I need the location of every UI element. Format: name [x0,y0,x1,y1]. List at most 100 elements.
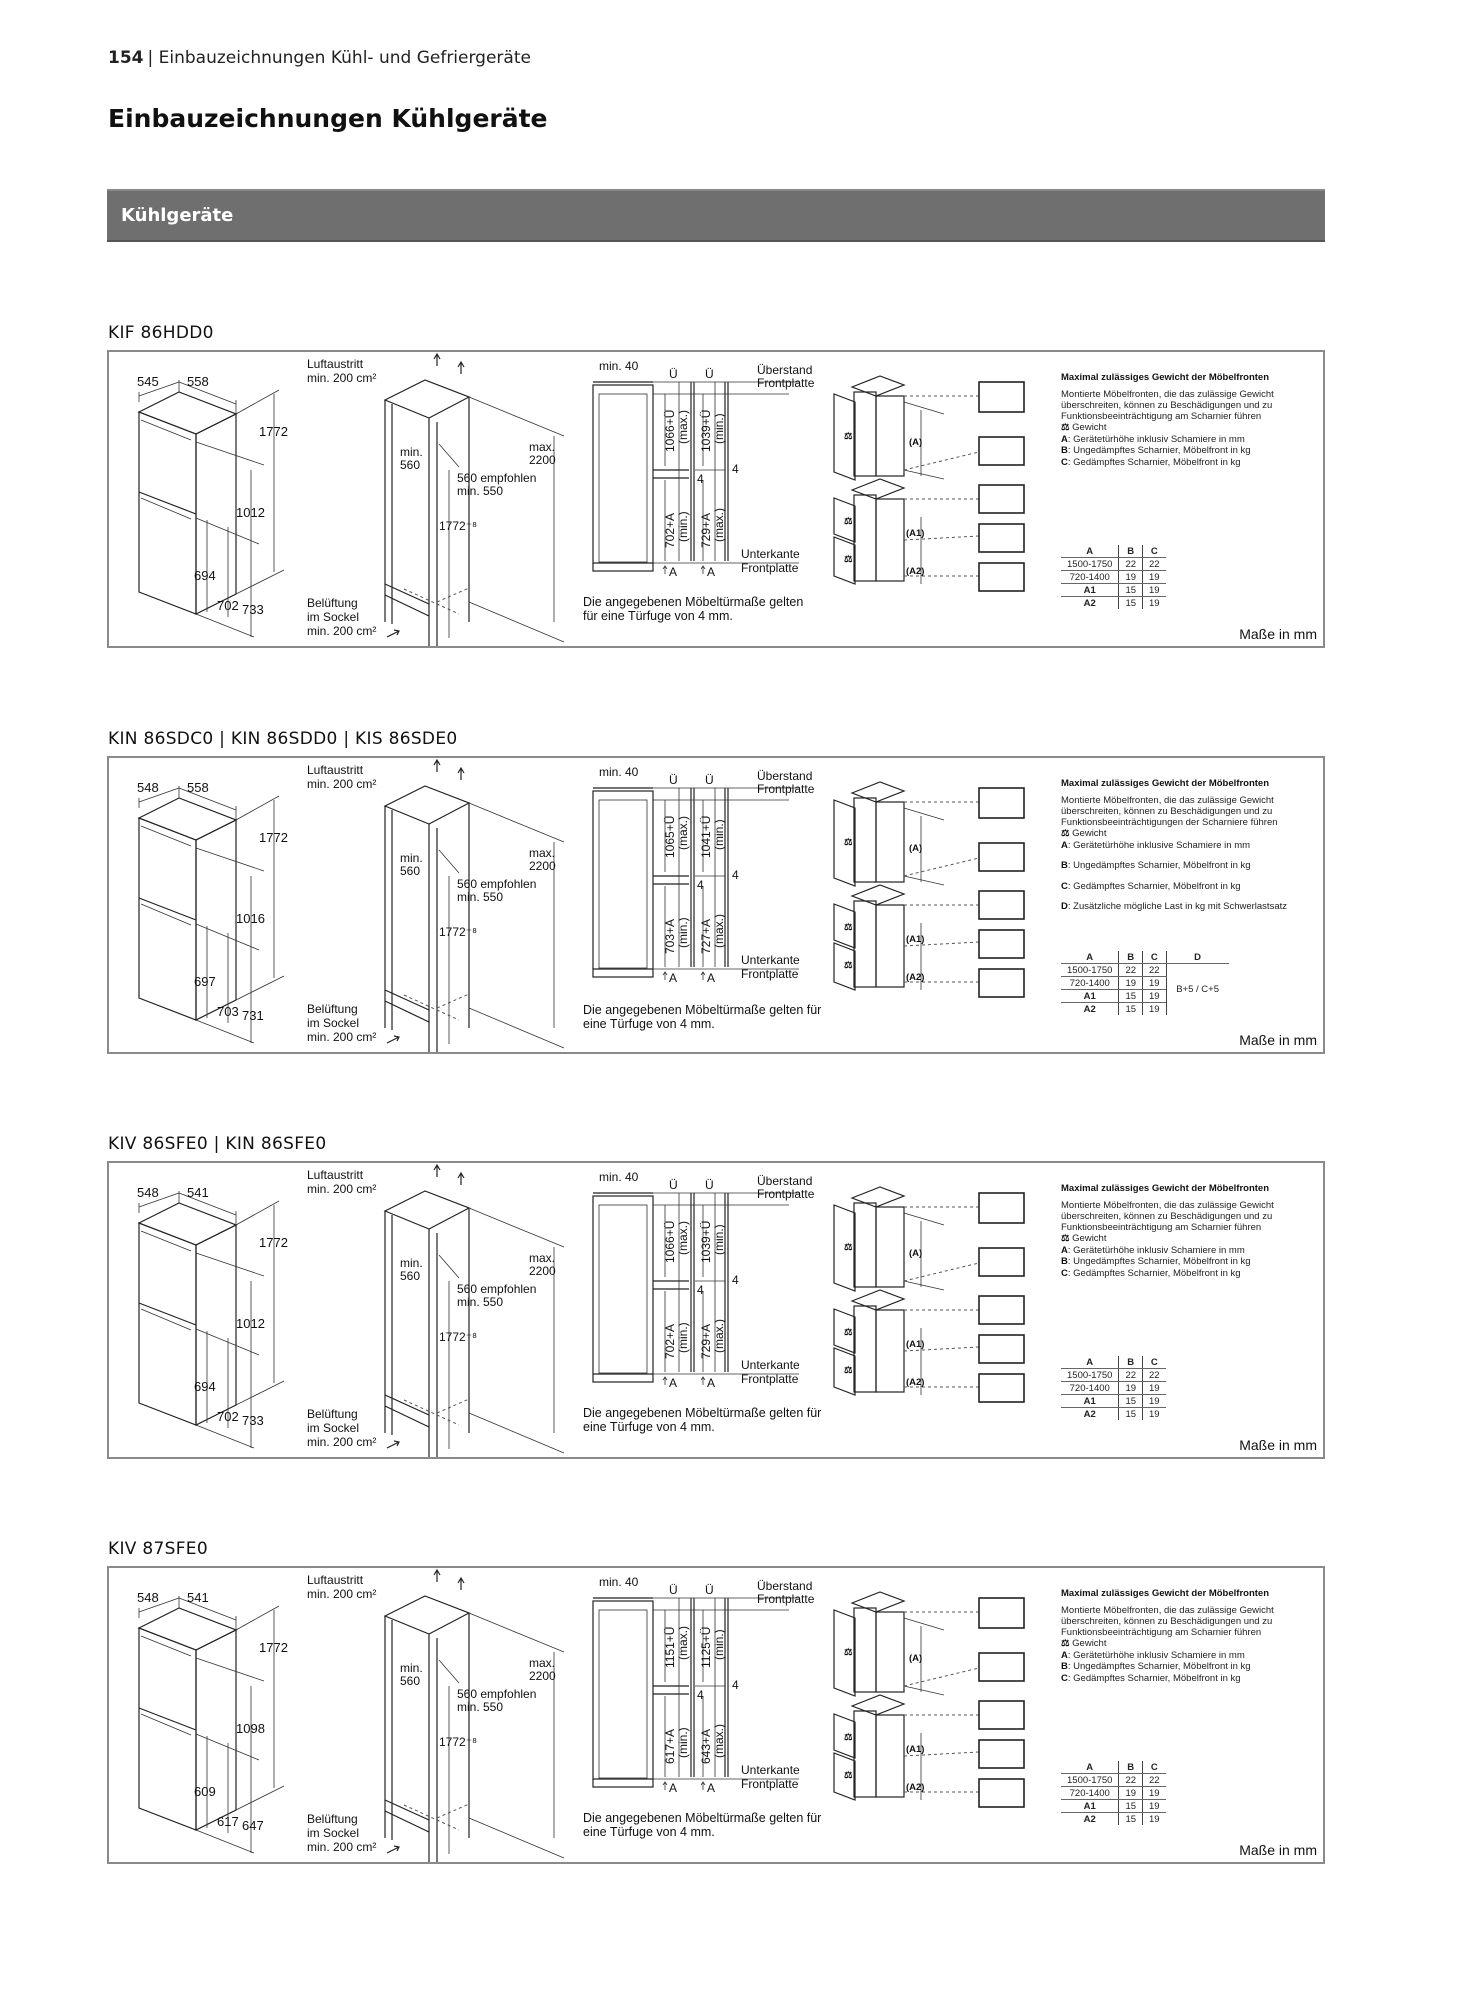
legend-c-text: Gedämpftes Scharnier, Möbelfront in kg [1073,1672,1241,1684]
lower-edge-label-1: Unterkante [741,1358,800,1372]
dim-lower-mid: 702 [217,1409,239,1424]
a-mark-2: A [707,971,715,985]
appliance-drawing [137,786,285,1044]
table-cell: A2 [1083,1408,1096,1420]
legend-b: B: Ungedämpftes Scharnier, Möbelfront in… [1061,1256,1251,1267]
overhang-mark-2: Ü [705,367,714,381]
dim-upper: 1016 [236,911,265,926]
gap-upper: 4 [732,1678,739,1692]
door-top-min-label: (min.) [712,1224,726,1255]
overhang-mark-2: Ü [705,1178,714,1192]
table-header: C [1142,951,1167,964]
separator: | [147,48,159,68]
ventilation-line2: im Sockel [307,1016,359,1030]
table-cell: 19 [1142,1786,1166,1800]
max-height-value: 2200 [529,1669,556,1683]
legend-b: B: Ungedämpftes Scharnier, Möbelfront in… [1061,860,1251,871]
hinge-label-a1: (A1) [906,528,924,539]
weight-icon: ⚖ [844,554,853,565]
table-cell: 22 [1142,1773,1166,1787]
table-cell: 19 [1118,570,1143,584]
table-cell: 720-1400 [1061,1786,1119,1800]
legend-a: A: Gerätetürhöhe inklusiv Schamiere in m… [1061,1649,1245,1661]
ventilation-line3: min. 200 cm² [307,1030,376,1044]
door-section-drawing [592,1597,799,1790]
dim-lower-mid: 617 [217,1814,239,1829]
lower-edge-label-1: Unterkante [741,547,800,561]
air-outlet-line2: min. 200 cm² [307,1182,376,1196]
a-mark-1: A [669,1781,677,1795]
table-cell: 19 [1142,989,1167,1003]
dim-height: 1772 [259,1235,288,1250]
a-mark-1: A [669,1376,677,1390]
door-top-max: 1065+Ü [663,816,677,858]
table-header: C [1142,1356,1166,1369]
dim-depth: 548 [137,1185,159,1200]
legend-weight-text: Gewicht [1072,1638,1107,1649]
max-height-label: max. [529,440,555,454]
table-cell: 19 [1142,1002,1167,1015]
weight-title: Maximal zulässiges Gewicht der Möbelfron… [1061,372,1269,383]
table-cell: 19 [1118,1381,1143,1395]
table-cell: A1 [1061,1799,1119,1813]
overhang-label-1: Überstand [757,1579,812,1593]
dim-lower-inner: 694 [194,1379,216,1394]
niche-height: 1772⁺⁸ [439,519,477,533]
weight-info: Maximal zulässiges Gewicht der Möbelfron… [1061,1588,1306,1684]
weight-icon: ⚖ [844,960,853,971]
table-header: B [1118,545,1143,558]
dim-lower-outer: 733 [242,602,264,617]
legend-c-text: Gedämpftes Scharnier, Möbelfront in kg [1073,456,1241,468]
table-header: D [1165,951,1229,964]
niche-width-value: 560 [400,1674,420,1688]
table-cell: 22 [1118,1773,1143,1787]
ventilation-line1: Belüftung [307,596,358,610]
legend-weight: ⚖ Gewicht [1061,1233,1306,1245]
weight-description: Montierte Möbelfronten, die das zulässig… [1061,1200,1274,1233]
table-cell: 19 [1142,1407,1166,1420]
niche-drawing [383,352,565,646]
table-cell: 15 [1118,583,1143,597]
note-line-2: eine Türfuge von 4 mm. [583,1825,715,1839]
legend-b-text: Ungedämpftes Scharnier, Möbelfront in kg [1073,1256,1251,1267]
weight-icon: ⚖ [844,1647,853,1658]
door-top-min-label: (min.) [712,819,726,850]
appliance-drawing [137,380,285,638]
gap-lower: 4 [697,1688,704,1702]
overhang-label-1: Überstand [757,769,812,783]
weight-title: Maximal zulässiges Gewicht der Möbelfron… [1061,1183,1269,1194]
table-cell: A2 [1083,1003,1096,1015]
table-cell: 1500-1750 [1061,557,1119,571]
overhang-label-2: Frontplatte [757,782,815,796]
niche-height: 1772⁺⁸ [439,925,477,939]
dim-lower-mid: 702 [217,598,239,613]
weight-icon: ⚖ [1061,828,1073,839]
table-cell: 19 [1118,1786,1143,1800]
weight-description: Montierte Möbelfronten, die das zulässig… [1061,795,1278,828]
table-cell: A1 [1061,989,1119,1003]
weight-icon: ⚖ [844,516,853,527]
table-cell: 720-1400 [1061,570,1119,584]
legend-d: D: Zusätzliche mögliche Last in kg mit S… [1061,901,1287,912]
air-outlet-line2: min. 200 cm² [307,777,376,791]
gap-lower: 4 [697,472,704,486]
note-line-1: Die angegebenen Möbeltürmaße gelten für [583,1003,822,1017]
ventilation-line1: Belüftung [307,1812,358,1826]
dim-depth: 548 [137,780,159,795]
